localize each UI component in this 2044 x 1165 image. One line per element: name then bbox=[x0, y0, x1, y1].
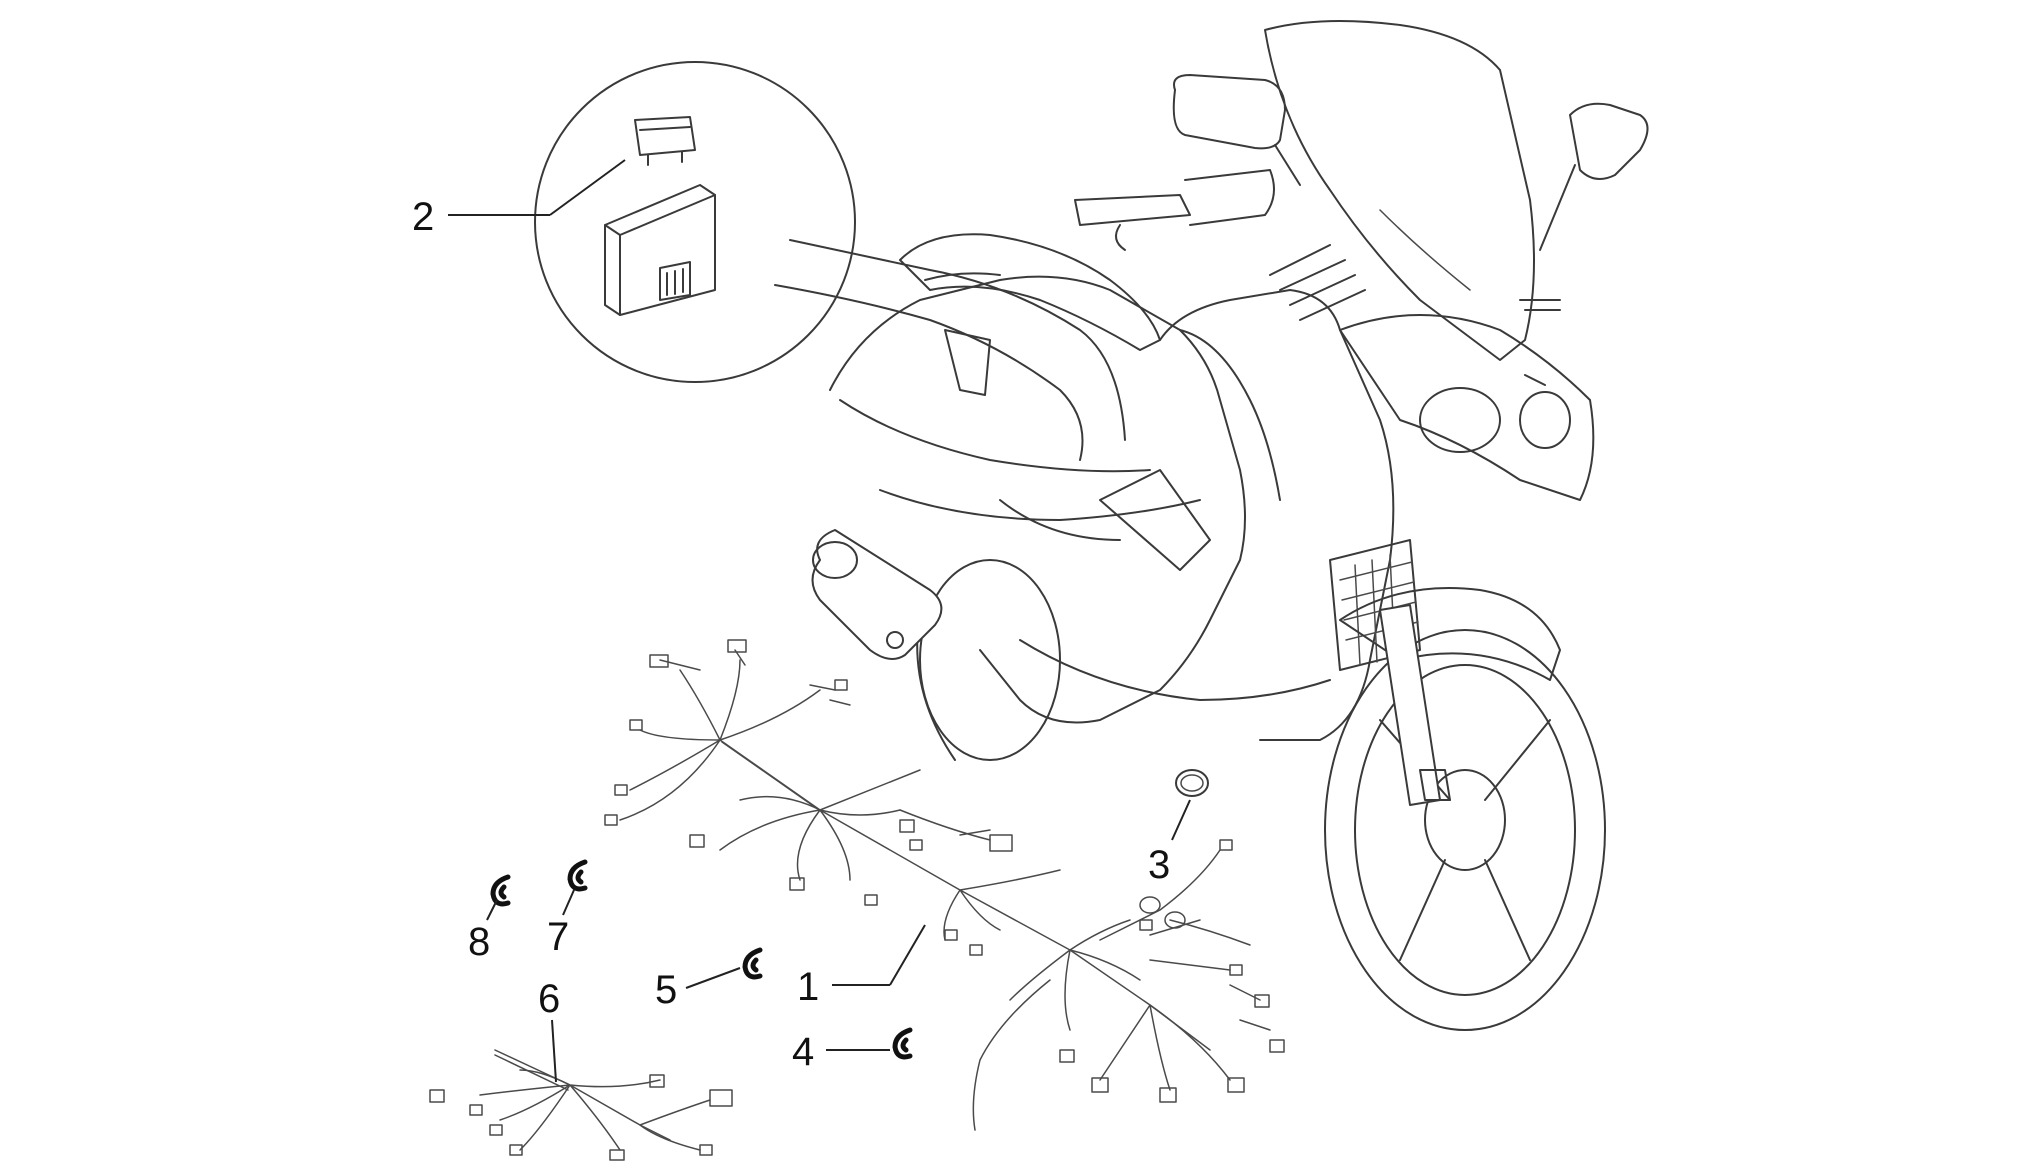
grommet-icon bbox=[1175, 769, 1209, 797]
callout-4: 4 bbox=[792, 1030, 814, 1074]
scooter-illustration bbox=[811, 20, 1649, 1031]
control-module-icon bbox=[604, 184, 716, 316]
callout-1: 1 bbox=[797, 965, 819, 1009]
clip-icon-8 bbox=[490, 874, 511, 907]
callout-5: 5 bbox=[655, 968, 677, 1012]
detail-circle-control-unit bbox=[534, 61, 1126, 461]
wiring-harness-main bbox=[604, 639, 1285, 1131]
callout-7: 7 bbox=[547, 915, 569, 959]
callout-2: 2 bbox=[412, 195, 434, 239]
callout-3: 3 bbox=[1148, 843, 1170, 887]
wiring-harness-secondary bbox=[429, 1049, 733, 1161]
clip-icon-5 bbox=[742, 947, 763, 980]
callout-6: 6 bbox=[538, 977, 560, 1021]
clip-icon-7 bbox=[567, 859, 588, 892]
fuse-icon bbox=[634, 116, 696, 166]
callout-8: 8 bbox=[468, 920, 490, 964]
callout-leaders bbox=[448, 159, 1191, 1083]
clip-icon-4 bbox=[892, 1027, 913, 1060]
